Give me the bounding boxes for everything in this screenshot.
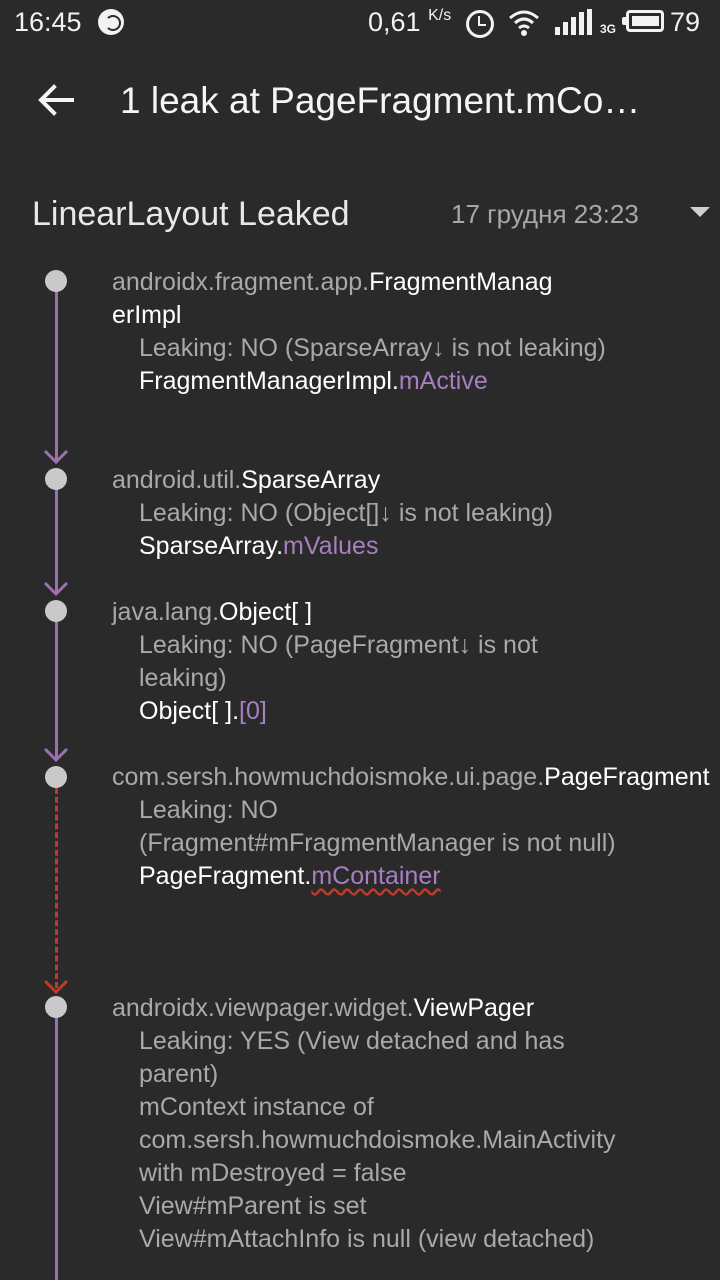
trace-line <box>55 1007 58 1280</box>
trace-node <box>45 996 67 1018</box>
toolbar: 1 leak at PageFragment.mCo… <box>0 46 720 158</box>
network-speed: 0,61 K/s <box>368 7 451 38</box>
reference-field: mActive <box>398 367 488 395</box>
viber-icon <box>98 9 124 35</box>
leak-detail: mContext instance of com.sersh.howmuchdo… <box>139 1093 616 1187</box>
reference-owner: Object[ ]. <box>139 697 240 725</box>
leak-status: Leaking: NO (SparseArray↓ is not leaking… <box>139 334 606 362</box>
class-name: PageFragment <box>544 763 710 791</box>
down-arrow-icon <box>43 980 69 994</box>
trace-entry: androidx.viewpager.widget.ViewPager Leak… <box>112 992 617 1256</box>
class-name: SparseArray <box>241 466 381 494</box>
leak-status: Leaking: NO (Fragment#mFragmentManager i… <box>139 796 616 857</box>
down-arrow-icon <box>43 582 69 596</box>
package-name: android.util. <box>112 466 242 494</box>
package-name: com.sersh.howmuchdoismoke.ui.page. <box>112 763 545 791</box>
reference-field: [0] <box>239 697 267 725</box>
class-name: ViewPager <box>413 994 535 1022</box>
network-type: 3G <box>600 22 617 36</box>
reference-owner: SparseArray. <box>139 532 284 560</box>
reference-owner: PageFragment. <box>139 862 312 890</box>
leak-status: Leaking: NO (Object[]↓ is not leaking) <box>139 499 554 527</box>
page-title: 1 leak at PageFragment.mCo… <box>120 80 641 121</box>
leak-status: Leaking: NO (PageFragment↓ is not leakin… <box>139 631 538 692</box>
leak-dashed-line <box>55 788 58 988</box>
trace-node <box>45 270 67 292</box>
reference-owner: FragmentManagerImpl. <box>139 367 399 395</box>
network-speed-value: 0,61 <box>368 7 421 37</box>
signal-icon <box>555 9 592 35</box>
leak-detail: View#mAttachInfo is null (view detached) <box>139 1225 595 1253</box>
trace-node <box>45 600 67 622</box>
leak-header[interactable]: LinearLayout Leaked 17 грудня 23:23 <box>0 190 720 240</box>
leak-detail: View#mParent is set <box>139 1192 367 1220</box>
package-name: androidx.viewpager.widget. <box>112 994 414 1022</box>
class-name: Object[ ] <box>219 598 313 626</box>
alarm-icon <box>466 10 494 38</box>
leaked-object-title: LinearLayout Leaked <box>32 195 350 233</box>
trace-entry: androidx.fragment.app.FragmentManag erIm… <box>112 266 617 398</box>
battery-level: 79 <box>670 7 701 37</box>
status-bar: 16:45 0,61 K/s 3G 79 <box>0 0 720 46</box>
trace-node <box>45 468 67 490</box>
trace-node <box>45 766 67 788</box>
down-arrow-icon <box>43 748 69 762</box>
trace-line <box>55 611 58 759</box>
back-arrow-icon[interactable] <box>32 76 80 124</box>
package-name: androidx.fragment.app. <box>112 268 370 296</box>
class-name: FragmentManag erImpl <box>112 268 553 329</box>
leak-date: 17 грудня 23:23 <box>451 199 639 229</box>
trace-entry: java.lang.Object[ ] Leaking: NO (PageFra… <box>112 596 617 728</box>
trace-line <box>55 479 58 594</box>
trace-entry: android.util.SparseArray Leaking: NO (Ob… <box>112 464 617 563</box>
status-time: 16:45 <box>14 7 82 37</box>
reference-field: mValues <box>283 532 379 560</box>
network-speed-unit: K/s <box>428 7 452 24</box>
trace-line <box>55 281 58 463</box>
reference-field-leaking: mContainer <box>311 862 441 890</box>
battery-icon <box>622 10 664 32</box>
package-name: java.lang. <box>112 598 220 626</box>
leak-status: Leaking: YES (View detached and has pare… <box>139 1027 565 1088</box>
wifi-icon <box>509 10 539 36</box>
trace-entry: com.sersh.howmuchdoismoke.ui.page.PageFr… <box>112 761 710 893</box>
down-arrow-icon <box>43 450 69 464</box>
collapse-arrow-icon[interactable] <box>690 207 710 217</box>
